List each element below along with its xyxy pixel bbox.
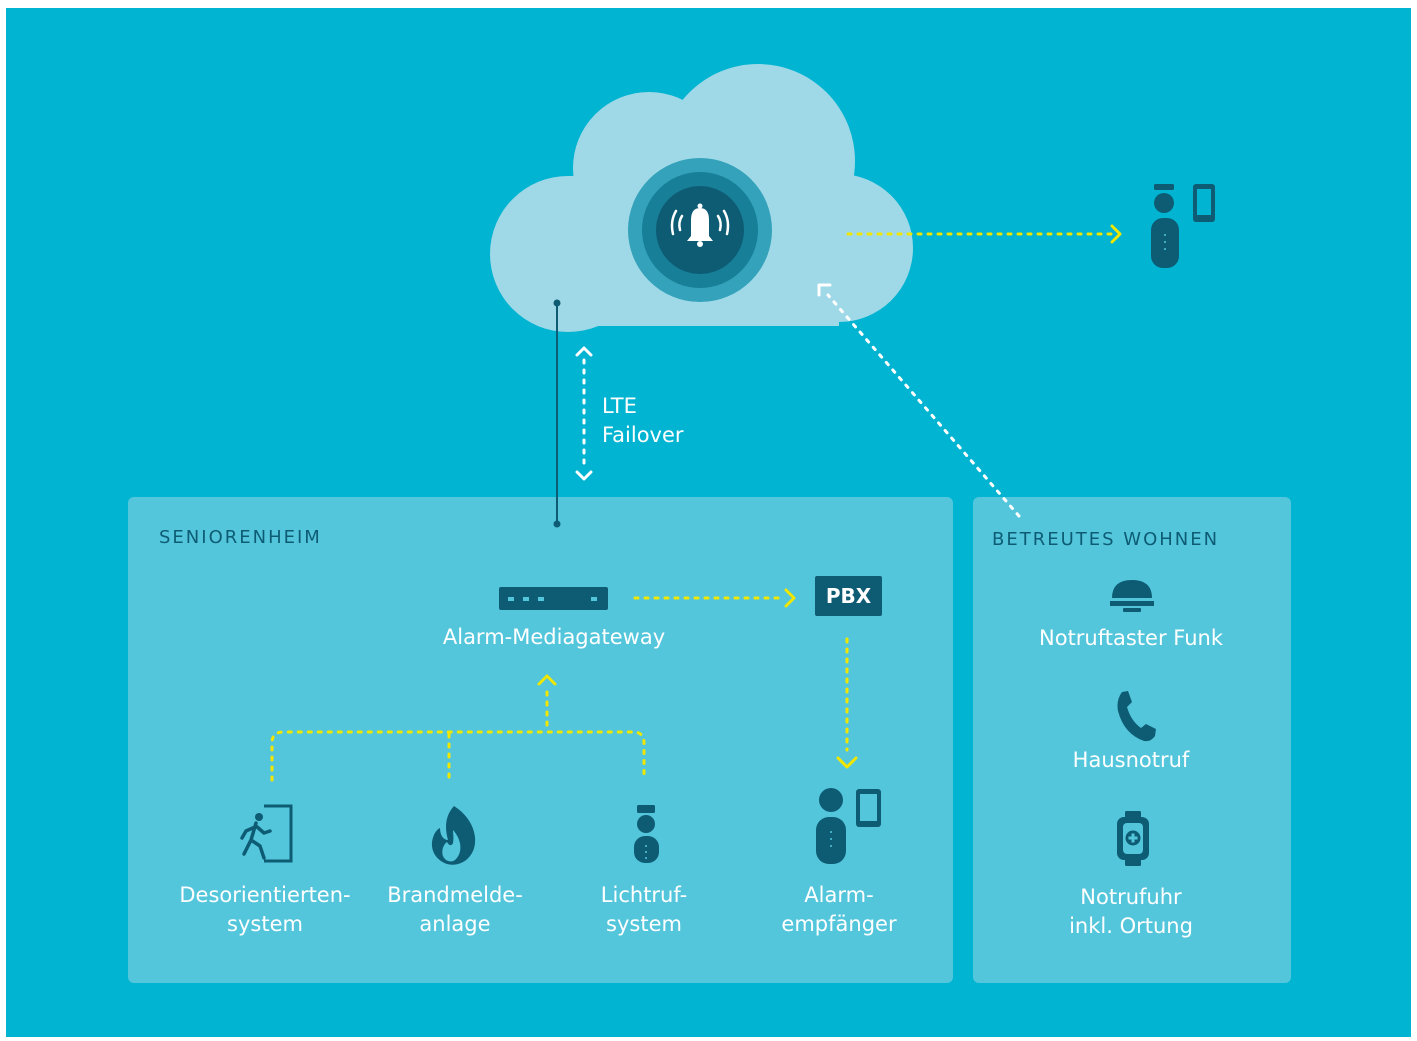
desorientierten-label: Desorientierten- system <box>179 883 351 936</box>
diagram-graphics <box>240 64 1215 866</box>
brandmelde-label: Brandmelde- anlage <box>387 883 523 936</box>
gateway-to-pbx-connector <box>633 588 796 608</box>
pbx-to-receiver-connector <box>836 637 858 769</box>
nurse-with-phone-icon <box>1151 184 1215 268</box>
hausnotruf-label: Hausnotruf <box>1072 748 1190 772</box>
pbx-box: PBX <box>815 576 882 616</box>
lte-failover-label: LTE Failover <box>602 394 684 447</box>
empfaenger-label: Alarm- empfänger <box>781 883 897 936</box>
notrufuhr-label: Notrufuhr inkl. Ortung <box>1069 885 1193 938</box>
lichtruf-label: Lichtruf- system <box>600 883 688 936</box>
betreutes-to-cloud-connector <box>817 283 1021 518</box>
gateway-cloud-line <box>553 299 561 528</box>
sources-to-gateway-connector <box>270 674 646 782</box>
seniorenheim-title: SENIORENHEIM <box>159 527 322 548</box>
phone-handset-icon <box>1117 691 1156 742</box>
lte-failover-arrow <box>575 346 593 481</box>
gateway-label: Alarm-Mediagateway <box>442 625 666 649</box>
fire-icon <box>431 806 476 865</box>
betreutes-wohnen-title: BETREUTES WOHNEN <box>992 529 1220 550</box>
cloud-to-remote-connector <box>846 224 1122 244</box>
gateway-device-icon <box>499 587 608 610</box>
emergency-exit-icon <box>240 804 293 863</box>
nurse-icon <box>634 805 659 863</box>
emergency-watch-icon <box>1117 811 1149 866</box>
diagram-canvas: LTE Failover SENIORENHEIM BETREUTES WOHN… <box>6 8 1411 1037</box>
alarm-bell-icon <box>628 158 772 302</box>
person-with-phone-icon <box>816 788 881 864</box>
betreutes-wohnen-panel <box>973 497 1291 983</box>
emergency-button-icon <box>1110 580 1154 612</box>
notruftaster-label: Notruftaster Funk <box>1039 626 1223 650</box>
